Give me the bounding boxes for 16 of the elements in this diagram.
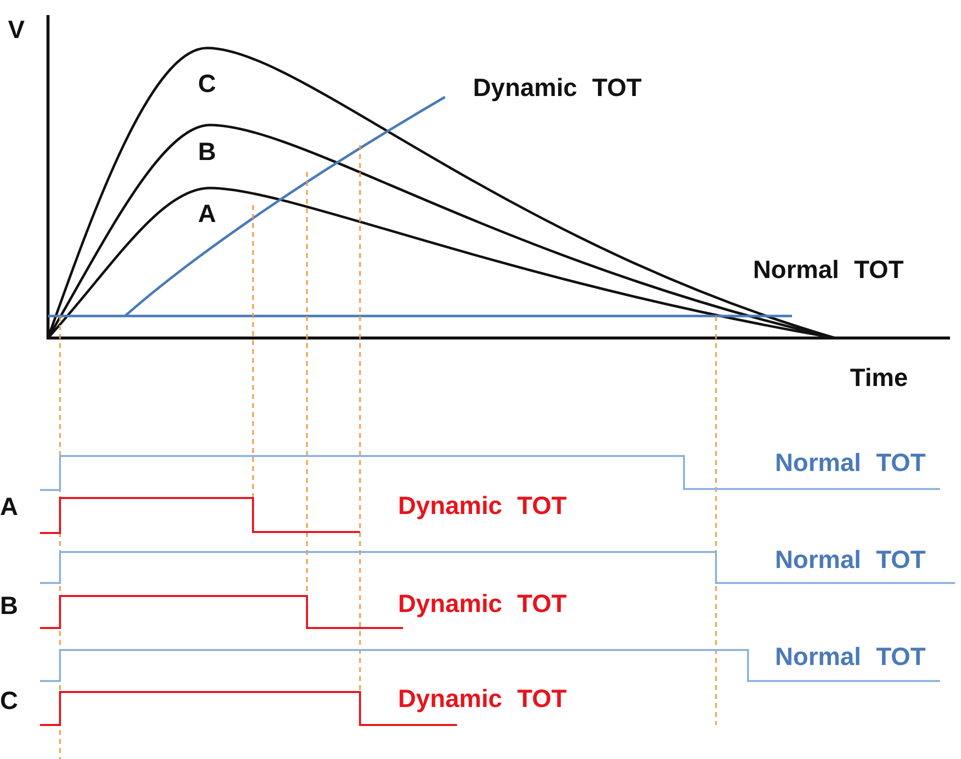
signal-label: Normal TOT (775, 449, 926, 477)
axis-label: Time (850, 364, 908, 392)
row-label: C (0, 687, 18, 715)
row-label: B (0, 592, 18, 620)
signal-label: Normal TOT (775, 546, 926, 574)
axis-label: V (8, 16, 25, 44)
line-label: Normal TOT (753, 256, 904, 284)
signal-label: Dynamic TOT (398, 685, 567, 713)
curve-label: B (198, 138, 216, 166)
line-label: Dynamic TOT (473, 74, 642, 102)
signal-label: Dynamic TOT (398, 492, 567, 520)
curve-label: C (198, 70, 216, 98)
row-label: A (0, 493, 18, 521)
curve-label: A (198, 200, 216, 228)
signal-label: Normal TOT (775, 643, 926, 671)
signal-label: Dynamic TOT (398, 590, 567, 618)
